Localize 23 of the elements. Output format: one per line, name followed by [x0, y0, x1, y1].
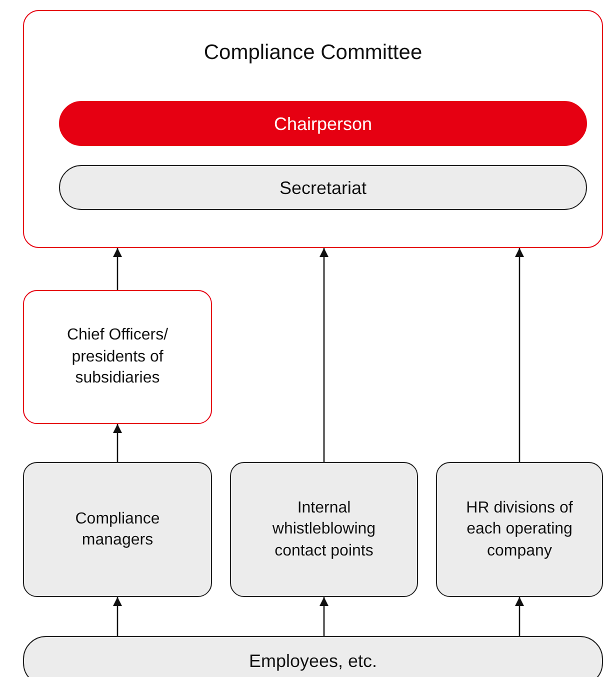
node-label: Chairperson — [272, 112, 374, 136]
process-box — [436, 462, 603, 597]
node-label: Internal whistleblowing contact points — [271, 498, 377, 562]
rounded-bar — [23, 636, 603, 677]
arrow — [112, 424, 122, 462]
node-label: Compliance Committee — [202, 40, 424, 66]
node-label: HR divisions of each operating company — [465, 498, 574, 562]
process-box — [23, 462, 212, 597]
node-label: Compliance managers — [74, 508, 161, 550]
committee-panel — [23, 10, 603, 248]
arrow — [112, 597, 122, 636]
rounded-bar — [59, 165, 587, 210]
arrow — [514, 597, 524, 636]
node-label: Chief Officers/ presidents of subsidiaries — [66, 326, 170, 389]
node-label: Employees, etc. — [248, 650, 378, 673]
node-label: Secretariat — [278, 176, 368, 200]
arrow — [319, 248, 329, 462]
officer-box — [23, 290, 212, 424]
process-box — [230, 462, 418, 597]
chairperson-pill — [59, 101, 587, 146]
arrow — [319, 597, 329, 636]
arrow — [112, 248, 122, 290]
arrow — [514, 248, 524, 462]
